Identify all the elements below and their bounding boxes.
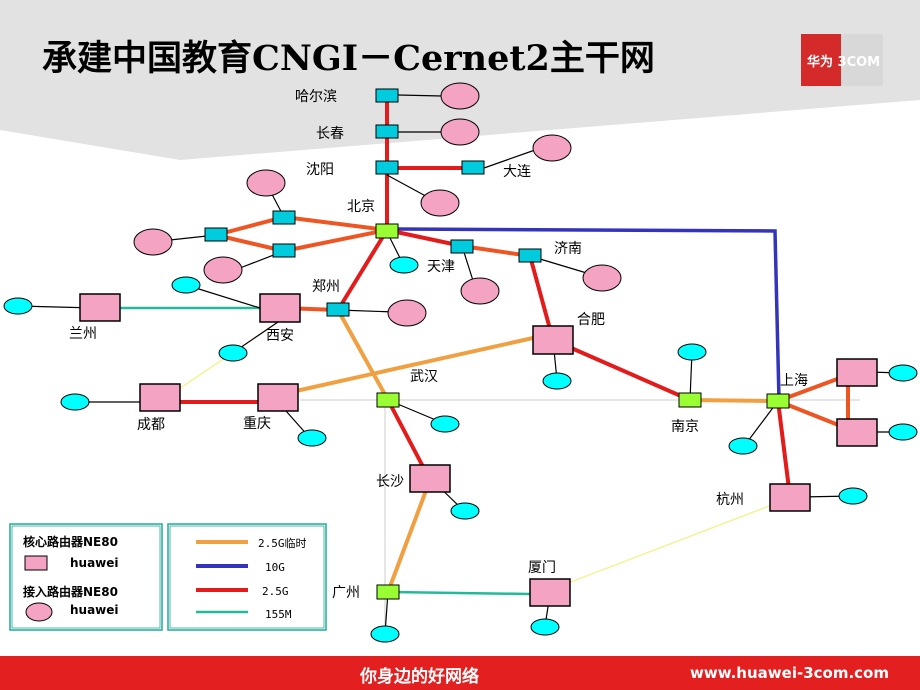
switch-shenyang — [375, 160, 399, 175]
label-shenyang: 沈阳 — [306, 162, 334, 178]
router-chongqing — [257, 383, 299, 412]
endpoint — [297, 429, 327, 447]
router-shanghai-2 — [836, 418, 878, 447]
router-hangzhou — [769, 483, 811, 512]
switch — [204, 227, 228, 242]
legend-links: 2.5G临时 10G 2.5G 155M — [167, 523, 327, 631]
label-hangzhou: 杭州 — [716, 492, 744, 508]
endpoint — [530, 618, 560, 636]
access-router — [440, 118, 480, 146]
legend-access-title: 接入路由器NE80 — [23, 584, 118, 599]
switch-jinan — [518, 248, 542, 263]
access-router — [532, 134, 572, 162]
endpoint — [888, 364, 918, 382]
endpoint — [450, 502, 480, 520]
access-router — [387, 299, 427, 327]
footer-website[interactable]: www.huawei-3com.com — [690, 664, 889, 682]
endpoint — [677, 343, 707, 361]
label-guangzhou: 广州 — [332, 585, 360, 601]
label-hefei: 合肥 — [577, 312, 605, 328]
logo-text: 华为 3COM — [807, 55, 881, 70]
label-changsha: 长沙 — [376, 474, 404, 490]
access-router — [460, 277, 500, 305]
header-background — [0, 0, 920, 160]
label-lanzhou: 兰州 — [69, 326, 97, 342]
switch — [272, 243, 296, 258]
footer-slogan: 你身边的好网络 — [360, 667, 479, 687]
endpoint — [728, 437, 758, 455]
router-chengdu — [139, 383, 181, 412]
label-wuhan: 武汉 — [410, 369, 438, 385]
label-changchun: 长春 — [316, 126, 344, 142]
node-wuhan — [376, 392, 400, 408]
endpoint — [60, 393, 90, 411]
node-shanghai — [766, 393, 790, 409]
legend-access-label: huawei — [70, 603, 119, 617]
label-dalian: 大连 — [503, 164, 531, 180]
router-xian — [259, 293, 301, 323]
router-hefei — [532, 325, 574, 355]
page-title: 承建中国教育CNGI－Cernet2主干网 — [42, 38, 655, 79]
endpoint — [370, 625, 400, 643]
endpoint — [3, 297, 33, 315]
legend-core-title: 核心路由器NE80 — [23, 534, 118, 549]
router-xiamen — [529, 578, 571, 607]
endpoint — [888, 423, 918, 441]
router-shanghai-1 — [836, 358, 878, 387]
legend-link-3: 155M — [265, 608, 292, 621]
endpoint — [542, 372, 572, 390]
label-chongqing: 重庆 — [243, 416, 271, 432]
access-router — [246, 169, 286, 197]
label-harbin: 哈尔滨 — [295, 89, 337, 105]
label-xian: 西安 — [266, 328, 294, 344]
switch-changchun — [375, 124, 399, 139]
endpoint — [171, 276, 201, 294]
node-nanjing — [678, 392, 702, 408]
access-router — [203, 256, 243, 284]
node-beijing — [375, 223, 399, 239]
router-changsha — [409, 464, 451, 493]
switch-zhengzhou — [326, 302, 350, 317]
switch-dalian — [461, 160, 485, 175]
access-router — [420, 189, 460, 217]
legend-link-0: 2.5G临时 — [258, 536, 307, 550]
label-chengdu: 成都 — [137, 417, 165, 433]
access-router — [582, 264, 622, 292]
endpoint — [430, 415, 460, 433]
node-guangzhou — [376, 584, 400, 600]
access-router — [133, 228, 173, 256]
router-lanzhou — [79, 293, 121, 322]
label-tianjin: 天津 — [427, 259, 455, 275]
label-zhengzhou: 郑州 — [312, 279, 340, 295]
access-router — [440, 82, 480, 110]
legend-link-1: 10G — [265, 561, 285, 574]
endpoint — [218, 344, 248, 362]
switch-tianjin — [450, 239, 474, 254]
legend-core-label: huawei — [70, 556, 119, 570]
huawei-3com-logo: 华为 3COM — [801, 34, 883, 86]
legend-link-2: 2.5G — [262, 585, 289, 598]
label-beijing: 北京 — [347, 199, 375, 215]
label-nanjing: 南京 — [671, 419, 699, 435]
switch — [272, 210, 296, 225]
legend-routers: 核心路由器NE80 huawei 接入路由器NE80 huawei — [9, 523, 163, 631]
label-xiamen: 厦门 — [528, 560, 556, 576]
label-shanghai: 上海 — [780, 373, 808, 389]
endpoint — [838, 487, 868, 505]
network-diagram: 哈尔滨 长春 沈阳 大连 北京 天津 济南 郑州 兰州 西安 合肥 武汉 成都 … — [3, 82, 918, 643]
label-jinan: 济南 — [554, 241, 582, 257]
switch-harbin — [375, 88, 399, 103]
endpoint — [389, 256, 419, 274]
footer-bar: 你身边的好网络 www.huawei-3com.com — [0, 656, 920, 690]
